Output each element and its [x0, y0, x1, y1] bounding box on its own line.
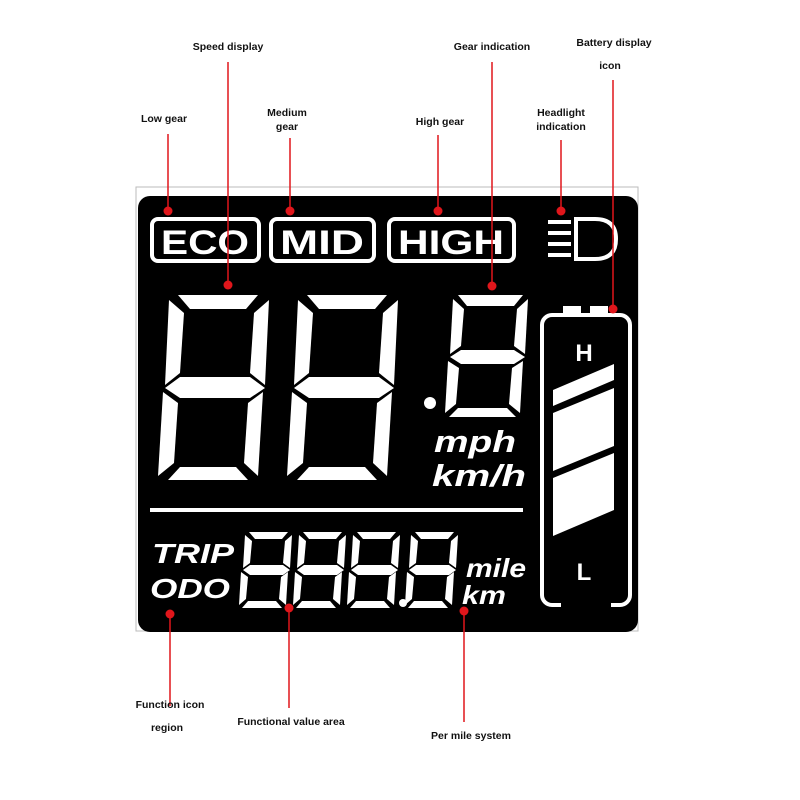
mid-mode-indicator: MID: [269, 217, 376, 263]
speed-digit-2: [287, 295, 398, 480]
dot-battery: [608, 304, 618, 314]
battery-high-label: H: [575, 340, 592, 367]
battery-low-label: L: [577, 559, 592, 586]
trip-label: TRIP: [152, 538, 234, 569]
speed-digit-3: [445, 295, 528, 417]
dot-per-mile: [459, 606, 469, 616]
battery-bar-1: [553, 364, 614, 406]
value-digit-2: [293, 532, 346, 608]
medium-gear-label-line1: Medium: [267, 107, 307, 119]
function-icon-label-line2: region: [150, 722, 184, 734]
speed-unit-kmh: km/h: [432, 458, 526, 493]
callout-dots: [163, 206, 618, 619]
eco-mode-indicator: ECO: [150, 217, 261, 263]
dot-functional-value: [284, 603, 294, 613]
battery-icon-label: icon: [599, 60, 621, 72]
speed-decimal-point: [424, 397, 436, 409]
medium-gear-label-line2: gear: [275, 121, 299, 133]
callout-lines: [167, 62, 614, 722]
functional-value-label: Functional value area: [237, 716, 345, 728]
dot-high-gear: [433, 206, 443, 216]
value-digit-1: [239, 532, 292, 608]
headlight-label-line2: indication: [536, 121, 586, 133]
dot-function-icon: [165, 609, 175, 619]
headlight-label-line1: Headlight: [537, 107, 585, 119]
distance-unit-mile: mile: [466, 553, 526, 583]
gear-indication-label: Gear indication: [453, 41, 531, 53]
mid-label: MID: [280, 224, 364, 262]
speed-display-label: Speed display: [192, 41, 264, 53]
per-mile-label: Per mile system: [431, 730, 511, 742]
function-icon-label-line1: Function icon: [135, 699, 205, 711]
dot-headlight: [556, 206, 566, 216]
dot-low-gear: [163, 206, 173, 216]
odo-label: ODO: [150, 573, 230, 604]
high-label: HIGH: [398, 224, 504, 262]
battery-icon: H L: [540, 306, 632, 607]
speed-digit-1: [158, 295, 269, 480]
divider: [150, 508, 523, 512]
headlight-icon: [548, 217, 619, 261]
dot-medium-gear: [285, 206, 295, 216]
high-mode-indicator: HIGH: [387, 217, 516, 263]
battery-bar-2: [553, 388, 614, 471]
value-digit-3: [347, 532, 400, 608]
dot-gear: [487, 281, 497, 291]
distance-unit-km: km: [462, 580, 506, 610]
low-gear-label: Low gear: [140, 113, 188, 125]
eco-label: ECO: [161, 224, 249, 262]
high-gear-label: High gear: [415, 116, 465, 128]
battery-bar-3: [553, 453, 614, 536]
dot-speed: [223, 280, 233, 290]
speed-unit-mph: mph: [434, 424, 516, 459]
value-digit-4: [405, 532, 458, 608]
battery-display-label: Battery display: [576, 37, 652, 49]
